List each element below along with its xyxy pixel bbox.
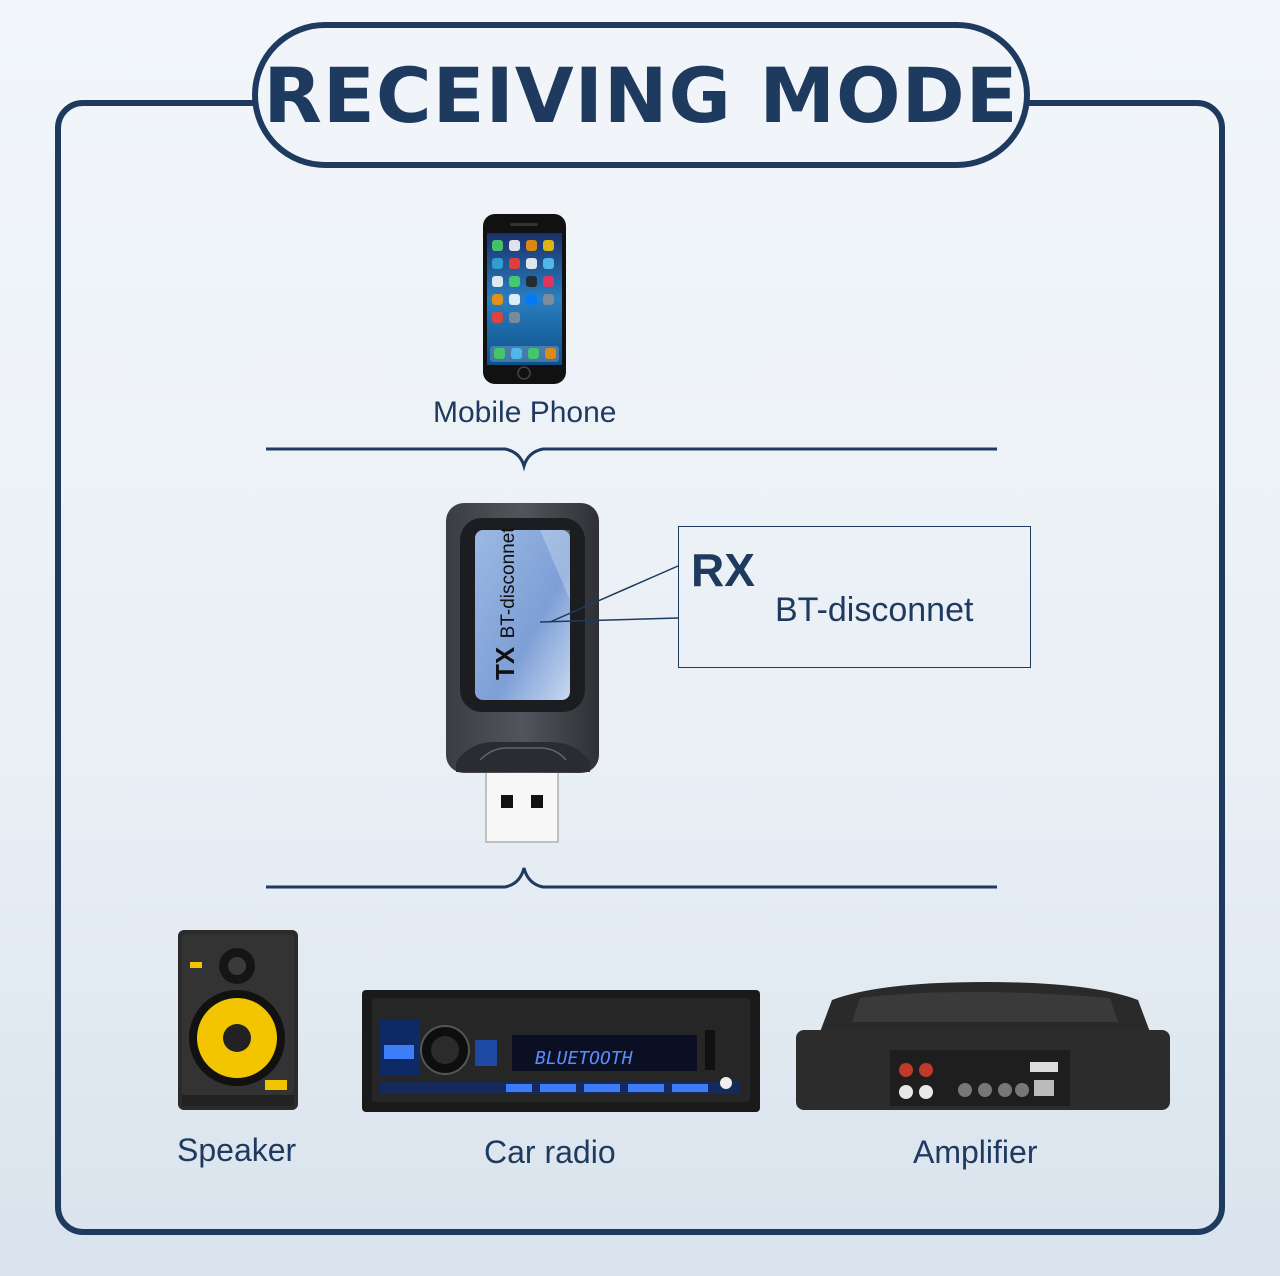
car-radio-label: Car radio: [484, 1134, 616, 1170]
title-banner: RECEIVING MODE: [252, 22, 1030, 168]
car-radio-display-text: BLUETOOTH: [535, 1048, 633, 1069]
page-title: RECEIVING MODE: [263, 50, 1019, 140]
callout-mode: RX: [691, 544, 755, 596]
amplifier-label: Amplifier: [913, 1134, 1038, 1170]
speaker-label: Speaker: [177, 1132, 297, 1168]
callout-box: RX BT-disconnet: [678, 526, 1031, 668]
mobile-phone-label: Mobile Phone: [433, 396, 617, 429]
callout-status: BT-disconnet: [775, 591, 974, 629]
